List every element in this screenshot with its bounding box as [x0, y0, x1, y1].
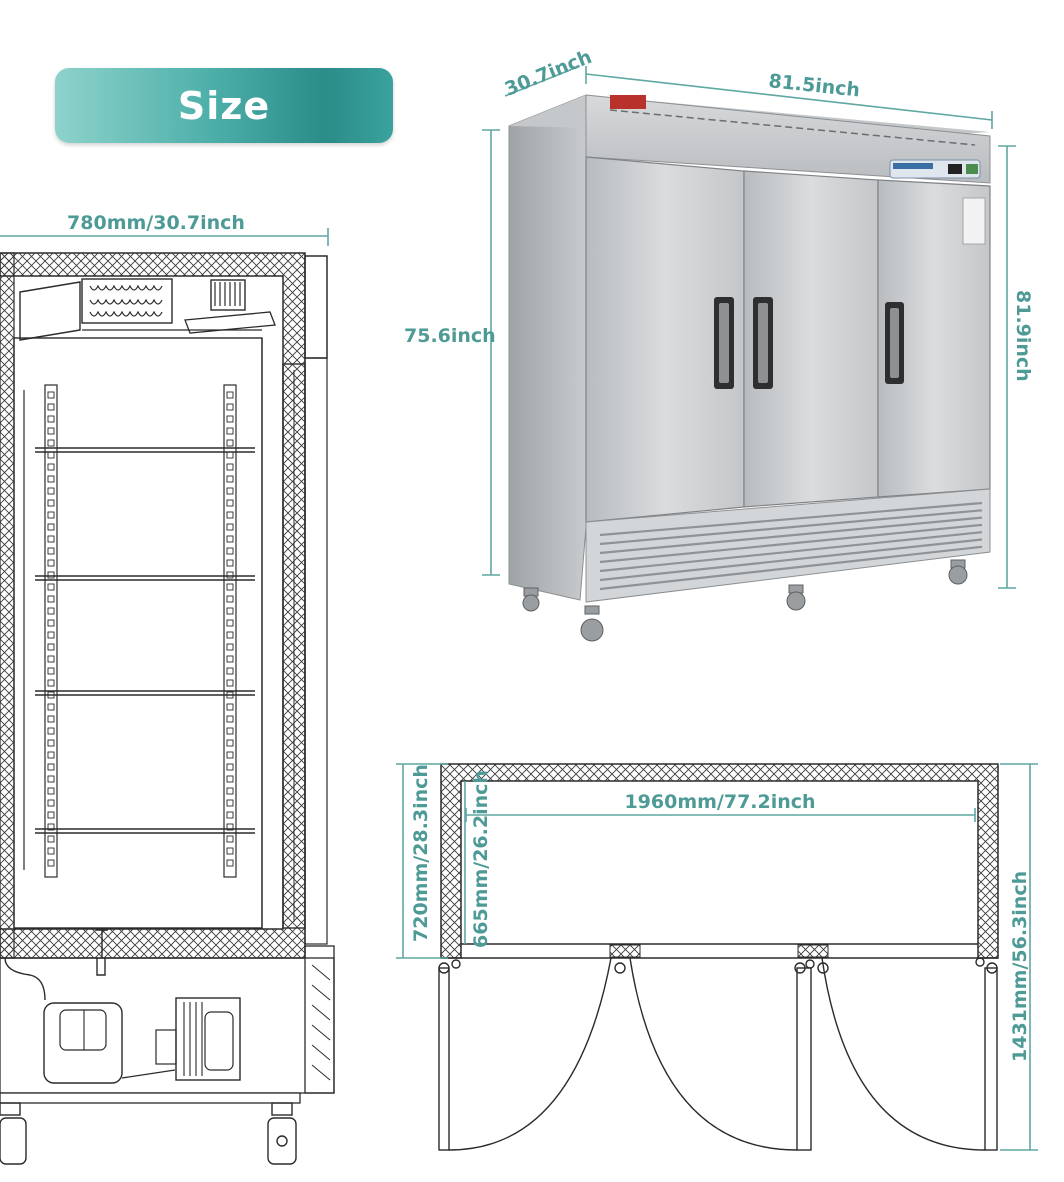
- product-width-dimension-line: [585, 73, 993, 121]
- size-badge: Size: [55, 68, 393, 143]
- product-total-height-label: 81.9inch: [1012, 290, 1034, 382]
- product-depth-label: 30.7inch: [502, 46, 595, 101]
- side-section-drawing: 780mm/30.7inch: [0, 212, 335, 1165]
- top-view-drawing: 1960mm/77.2inch 720mm/28.3inch 665mm/26.…: [396, 763, 1038, 1151]
- product-body-height-label: 75.6inch: [404, 325, 496, 347]
- inner-depth-label: 665mm/26.2inch: [470, 770, 492, 948]
- side-depth-label: 780mm/30.7inch: [67, 212, 245, 234]
- refrigerator-product-illustration: 30.7inch 81.5inch 75.6inch 81.9inch: [404, 46, 1034, 642]
- outer-depth-label: 720mm/28.3inch: [410, 764, 432, 942]
- inner-width-label: 1960mm/77.2inch: [624, 791, 815, 813]
- door-open-depth-label: 1431mm/56.3inch: [1009, 871, 1031, 1062]
- product-depth-dimension-line: [504, 65, 581, 97]
- size-badge-label: Size: [177, 83, 271, 128]
